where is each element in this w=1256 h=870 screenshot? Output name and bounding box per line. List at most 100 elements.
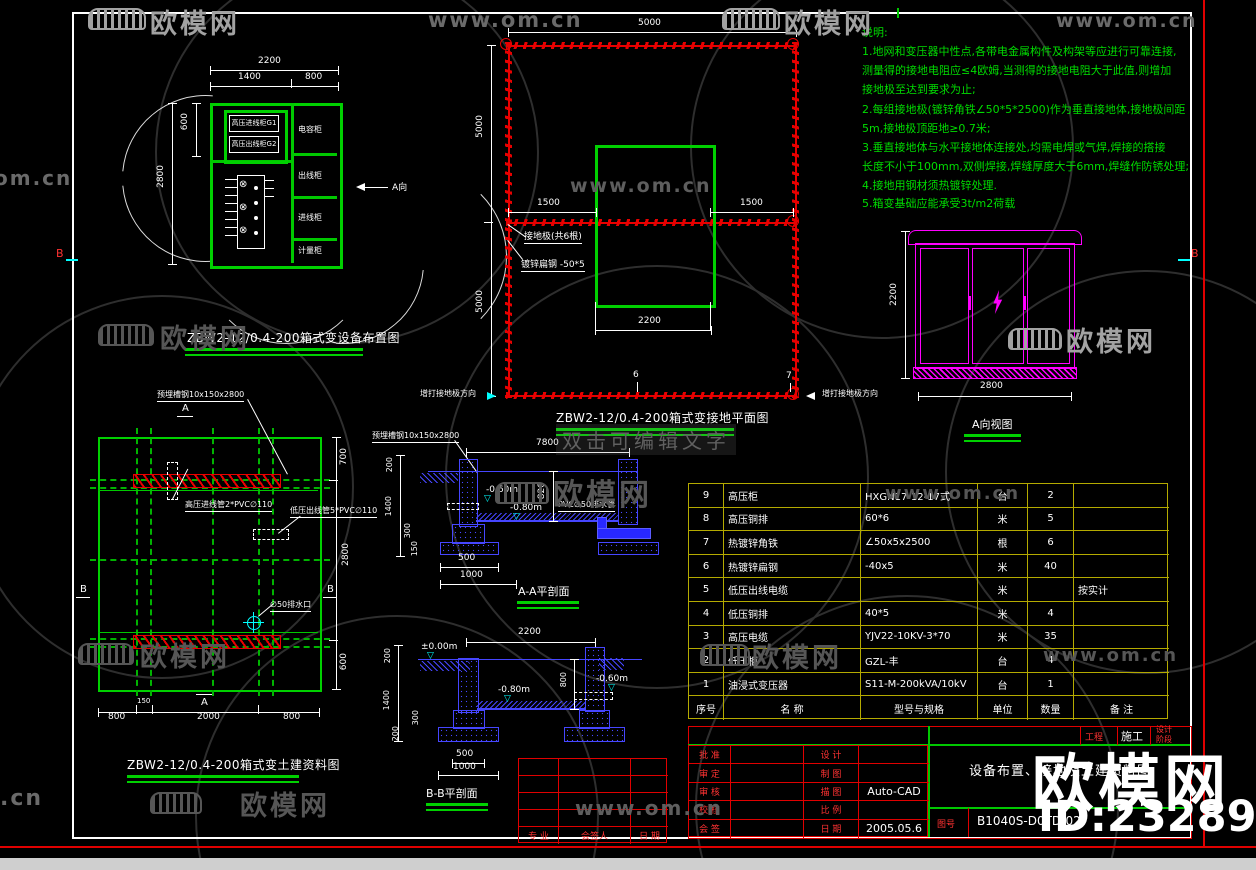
ground-rod-node — [500, 38, 512, 50]
fold-mark-right: B — [1191, 247, 1199, 260]
title-underline — [517, 601, 579, 609]
note-item: 2.每组接地极(镀锌角铁∠50*5*2500)作为垂直接地体,接地极间距 5m,… — [862, 103, 1186, 135]
dim-line — [98, 708, 320, 717]
title-underline — [426, 803, 488, 811]
div — [631, 810, 668, 827]
tick — [897, 8, 899, 18]
note-item: 5.箱变基础应能承受3t/m2荷载 — [862, 197, 1016, 210]
cabinet-outline — [210, 103, 343, 269]
dim-label: 2000 — [197, 712, 220, 722]
drain-label: ∅50排水口 — [270, 599, 312, 612]
device-layout-title: ZBW2-12/0.4-200箱式变设备布置图 — [187, 331, 400, 345]
div: 专 业 — [519, 827, 559, 844]
pipe-sleeve — [574, 692, 613, 700]
cell-line — [968, 808, 969, 837]
fold-mark-left: B — [56, 247, 64, 260]
div: 油浸式变压器 — [724, 672, 861, 697]
cabinet-divider — [291, 196, 337, 199]
ctr: 单位 — [978, 696, 1028, 720]
note-item: 4.接地用钢材须热镀锌处理. — [862, 179, 997, 192]
pipe-group — [167, 462, 178, 500]
div: 高压电缆 — [724, 625, 861, 650]
title-underline — [556, 428, 734, 436]
box-substation-outline — [595, 145, 716, 308]
ctr: 4 — [689, 601, 724, 626]
pipe-group — [253, 529, 289, 540]
dim-label: 5000 — [475, 115, 485, 138]
dim-label: 1400 — [238, 72, 261, 82]
ctr: 台 — [978, 672, 1028, 697]
div: 会 签 — [689, 819, 731, 838]
extend-arrow — [806, 392, 815, 400]
ground-strip-label: 镀锌扁钢 -50*5 — [521, 257, 585, 272]
div: -40x5 — [861, 554, 978, 579]
frame-line-right — [1203, 0, 1205, 848]
div: 会签人 — [559, 827, 631, 844]
section-mark-b: B — [80, 584, 87, 595]
pipe-sleeve — [447, 503, 479, 510]
ctr: 米 — [978, 507, 1028, 532]
div — [1074, 673, 1169, 697]
div: 审 核 — [689, 782, 731, 802]
pier-footing — [452, 524, 485, 544]
dim-line — [440, 563, 499, 572]
ctr: 35 — [1028, 625, 1074, 650]
center-line — [212, 428, 214, 696]
ctr: 序号 — [689, 696, 724, 720]
dim-label: 300 — [411, 710, 420, 726]
level-mark: ▽ — [484, 494, 491, 504]
terminal-dot — [254, 231, 258, 235]
ctr: 数量 — [1028, 696, 1074, 720]
dim-label: 800 — [108, 712, 126, 722]
notes-heading: 说明: — [862, 26, 888, 39]
div — [1074, 508, 1169, 532]
door-arc — [330, 168, 507, 345]
ctr: 型号与规格 — [861, 696, 978, 720]
div — [559, 759, 631, 776]
software-value: Auto-CAD — [859, 783, 929, 802]
dim-label: 820 — [537, 482, 547, 500]
callout: 6 — [633, 370, 639, 380]
ctr — [1028, 578, 1074, 602]
ground-conductor — [506, 219, 796, 226]
div — [731, 746, 804, 765]
date-value: 2005.05.6 — [866, 822, 922, 836]
meter-cell: 计量柜 — [298, 246, 322, 255]
level-mark: ▽ — [513, 512, 520, 522]
ctr: 1 — [689, 672, 724, 697]
radiator-fin — [264, 196, 274, 197]
div: 40*5 — [861, 601, 978, 626]
div: 设 计 — [804, 746, 859, 765]
dim-label: 1400 — [384, 496, 393, 517]
radiator-fin — [225, 195, 237, 196]
sheet-no: B1040S-D0TD-02 — [977, 814, 1081, 828]
pier — [458, 658, 479, 713]
div: HXGN17-12-17式 — [861, 484, 978, 508]
div: 热镀锌角铁 — [724, 531, 861, 555]
ctr: 米 — [978, 601, 1028, 626]
ctr: 5 — [1028, 507, 1074, 532]
grounding-plan-title: ZBW2-12/0.4-200箱式变接地平面图 — [556, 411, 769, 425]
div: YJV22-10KV-3*70 — [861, 625, 978, 650]
project-label: 工程 — [1085, 733, 1104, 743]
lightning-icon — [993, 290, 1003, 314]
dim-label: 5000 — [475, 290, 485, 313]
radiator-fin — [264, 180, 274, 181]
callout: 7 — [786, 371, 792, 381]
pier-base — [598, 542, 659, 555]
div — [731, 764, 804, 783]
extend-arrow — [487, 392, 496, 400]
section-mark-a: A — [182, 403, 189, 414]
dim-label: 500 — [456, 749, 474, 759]
ctr: 3 — [689, 625, 724, 650]
ctr: 7 — [689, 531, 724, 555]
drain-pipe-elbow — [597, 528, 651, 539]
dim-label: 2800 — [156, 165, 166, 188]
dim-ext — [710, 302, 711, 330]
div: 描 图 — [804, 782, 859, 802]
div — [559, 793, 631, 810]
center-line — [90, 559, 330, 561]
div: 制 图 — [804, 764, 859, 783]
transformer-outline — [237, 175, 265, 249]
dim-label: 800 — [559, 672, 568, 688]
